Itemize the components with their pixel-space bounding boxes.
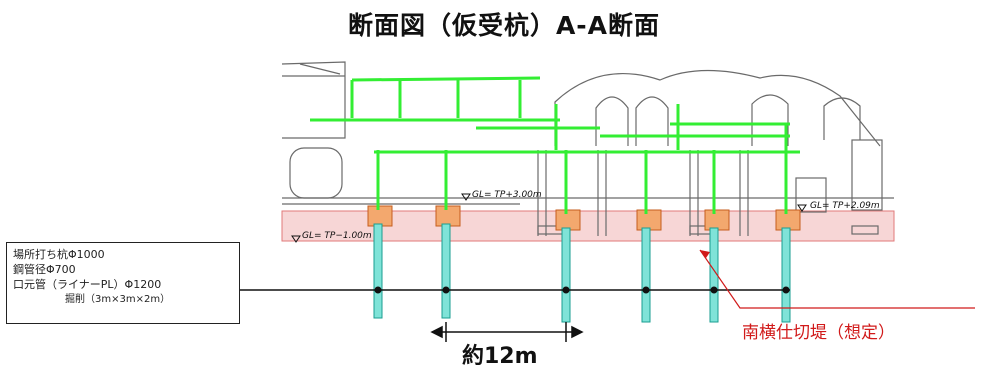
- pile-caps: [367, 205, 801, 231]
- callout-label: 南横仕切堤（想定）: [742, 323, 895, 343]
- existing-structure: [281, 61, 894, 236]
- dimension-label: 約12m: [462, 344, 538, 369]
- pile-markers: [374, 286, 790, 294]
- page-title: 断面図（仮受杭）A-A断面: [347, 11, 661, 40]
- callout-arrowhead: [700, 250, 710, 258]
- level-marker-icon: [291, 235, 301, 243]
- dimension-arrow: [430, 322, 584, 342]
- legend-line-1: 場所打ち杭Φ1000: [13, 248, 105, 261]
- level-marker-icon: [797, 204, 807, 212]
- legend-line-4: 掘削（3m×3m×2m）: [65, 294, 171, 305]
- level-label-gl2: GL= TP+2.09m: [810, 201, 880, 211]
- level-marker-icon: [461, 193, 471, 201]
- level-label-gl1: GL= TP+3.00m: [472, 190, 542, 200]
- temporary-support-frame: [310, 76, 800, 214]
- piles: [373, 223, 791, 323]
- pile-legend-box: 場所打ち杭Φ1000 鋼管径Φ700 口元管（ライナーPL）Φ1200 掘削（3…: [6, 242, 240, 324]
- legend-line-2: 鋼管径Φ700: [13, 263, 76, 276]
- callout-leader: [699, 249, 975, 309]
- level-label-gl3: GL= TP−1.00m: [302, 231, 372, 241]
- legend-line-3: 口元管（ライナーPL）Φ1200: [13, 278, 162, 291]
